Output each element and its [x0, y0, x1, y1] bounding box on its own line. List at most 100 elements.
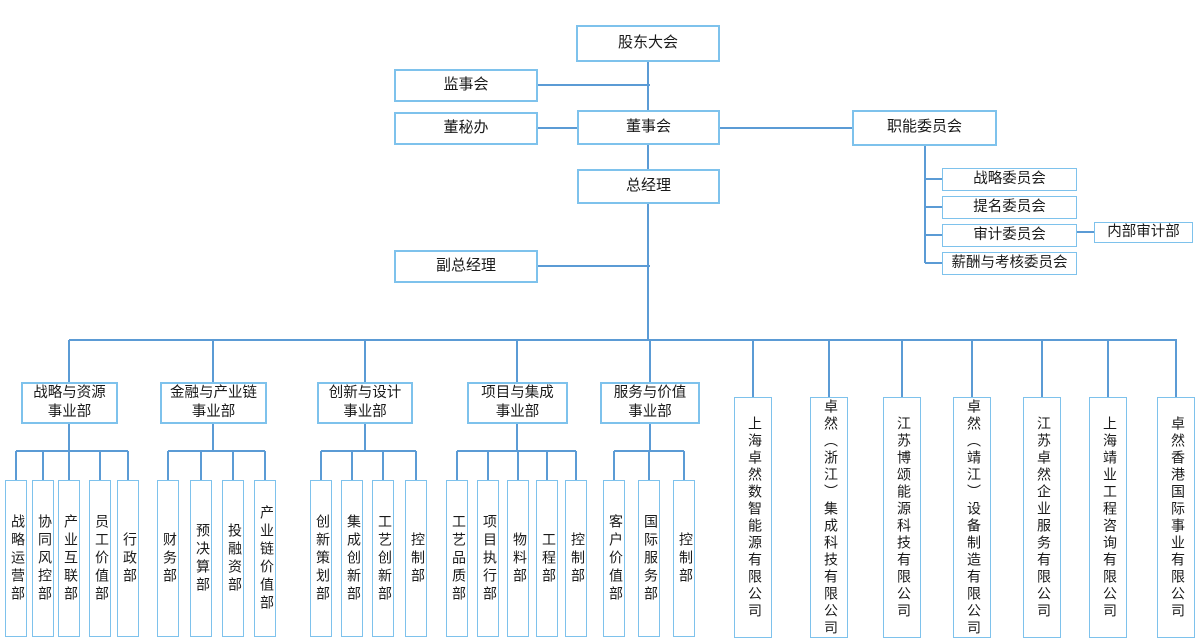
- box-dept-budget: 预决算部: [190, 480, 212, 637]
- connector-line: [487, 451, 489, 480]
- connector-line: [364, 340, 366, 382]
- connector-line: [99, 451, 101, 480]
- connector-line: [200, 451, 202, 480]
- box-subsidiary-jiangsu-zhuoran-enterprise-service: 江苏卓然企业服务有限公司: [1023, 397, 1061, 638]
- box-dept-control-4: 控制部: [565, 480, 587, 637]
- box-dept-investment-financing: 投融资部: [222, 480, 244, 637]
- box-dept-materials: 物料部: [507, 480, 529, 637]
- box-internal-audit-dept: 内部审计部: [1094, 222, 1193, 243]
- box-general-manager: 总经理: [577, 169, 720, 204]
- connector-line: [516, 424, 518, 451]
- connector-line: [168, 450, 265, 452]
- box-dept-control-5: 控制部: [673, 480, 695, 637]
- box-committee-strategy: 战略委员会: [942, 168, 1077, 191]
- connector-line: [647, 204, 649, 340]
- connector-line: [415, 451, 417, 480]
- connector-line: [68, 340, 70, 382]
- connector-line: [364, 424, 366, 451]
- connector-line: [68, 424, 70, 451]
- box-dept-process-quality: 工艺品质部: [446, 480, 468, 637]
- box-division-strategy-resources: 战略与资源 事业部: [21, 382, 118, 424]
- connector-line: [321, 450, 416, 452]
- connector-line: [1077, 231, 1094, 233]
- connector-line: [538, 127, 577, 129]
- connector-line: [538, 84, 650, 86]
- connector-line: [320, 451, 322, 480]
- box-dept-innovation-planning: 创新策划部: [310, 480, 332, 637]
- connector-line: [382, 451, 384, 480]
- connector-line: [456, 451, 458, 480]
- box-board-secretary-office: 董秘办: [394, 112, 538, 145]
- box-dept-administration: 行政部: [117, 480, 139, 637]
- box-dept-strategy-operation: 战略运营部: [5, 480, 27, 637]
- box-subsidiary-jiangsu-bosong-energy-tech: 江苏博颂能源科技有限公司: [883, 397, 921, 638]
- connector-line: [683, 451, 685, 480]
- box-deputy-general-manager: 副总经理: [394, 250, 538, 283]
- connector-line: [264, 451, 266, 480]
- box-division-finance-industry-chain: 金融与产业链 事业部: [160, 382, 267, 424]
- connector-line: [924, 146, 926, 263]
- connector-line: [1107, 340, 1109, 397]
- box-subsidiary-shanghai-jingye-engineering-consulting: 上海靖业工程咨询有限公司: [1089, 397, 1127, 638]
- box-committee-nomination: 提名委员会: [942, 196, 1077, 219]
- box-subsidiary-zhuoran-zhejiang-integration-tech: 卓然（浙江）集成科技有限公司: [810, 397, 848, 638]
- connector-line: [127, 451, 129, 480]
- box-shareholders-meeting: 股东大会: [576, 25, 720, 62]
- connector-line: [15, 451, 17, 480]
- connector-line: [647, 62, 649, 110]
- box-dept-employee-value: 员工价值部: [89, 480, 111, 637]
- box-dept-customer-value: 客户价值部: [603, 480, 625, 637]
- connector-line: [648, 451, 650, 480]
- box-dept-international-service: 国际服务部: [638, 480, 660, 637]
- box-dept-control-3: 控制部: [405, 480, 427, 637]
- connector-line: [69, 339, 1177, 341]
- connector-line: [42, 451, 44, 480]
- connector-line: [212, 424, 214, 451]
- box-subsidiary-zhuoran-jingjiang-equipment: 卓然（靖江）设备制造有限公司: [953, 397, 991, 638]
- connector-line: [752, 340, 754, 397]
- box-committee-compensation: 薪酬与考核委员会: [942, 252, 1077, 275]
- connector-line: [517, 451, 519, 480]
- connector-line: [16, 450, 128, 452]
- connector-line: [901, 340, 903, 397]
- box-division-service-value: 服务与价值 事业部: [600, 382, 700, 424]
- connector-line: [516, 340, 518, 382]
- connector-line: [649, 340, 651, 382]
- connector-line: [167, 451, 169, 480]
- box-dept-project-execution: 项目执行部: [477, 480, 499, 637]
- box-board-of-directors: 董事会: [577, 110, 720, 145]
- connector-line: [212, 340, 214, 382]
- box-dept-integrated-innovation: 集成创新部: [341, 480, 363, 637]
- box-division-project-integration: 项目与集成 事业部: [467, 382, 568, 424]
- connector-line: [925, 206, 942, 208]
- box-dept-industry-chain-value: 产业链价值部: [254, 480, 276, 637]
- connector-line: [720, 127, 852, 129]
- connector-line: [828, 340, 830, 397]
- connector-line: [971, 340, 973, 397]
- connector-line: [649, 424, 651, 451]
- box-dept-finance: 财务部: [157, 480, 179, 637]
- connector-line: [925, 262, 942, 264]
- connector-line: [538, 265, 650, 267]
- box-division-innovation-design: 创新与设计 事业部: [317, 382, 413, 424]
- connector-line: [647, 145, 649, 169]
- box-dept-industry-interconnect: 产业互联部: [58, 480, 80, 637]
- box-dept-engineering: 工程部: [536, 480, 558, 637]
- connector-line: [351, 451, 353, 480]
- box-dept-collab-risk-control: 协同风控部: [32, 480, 54, 637]
- connector-line: [575, 451, 577, 480]
- box-functional-committees: 职能委员会: [852, 110, 997, 146]
- connector-line: [1041, 340, 1043, 397]
- box-supervisory-board: 监事会: [394, 69, 538, 102]
- connector-line: [925, 178, 942, 180]
- connector-line: [1175, 340, 1177, 397]
- connector-line: [68, 451, 70, 480]
- box-dept-process-innovation: 工艺创新部: [372, 480, 394, 637]
- connector-line: [546, 451, 548, 480]
- box-subsidiary-shanghai-zhuoran-digital-energy: 上海卓然数智能源有限公司: [734, 397, 772, 638]
- box-committee-audit: 审计委员会: [942, 224, 1077, 247]
- connector-line: [925, 234, 942, 236]
- connector-line: [232, 451, 234, 480]
- connector-line: [613, 451, 615, 480]
